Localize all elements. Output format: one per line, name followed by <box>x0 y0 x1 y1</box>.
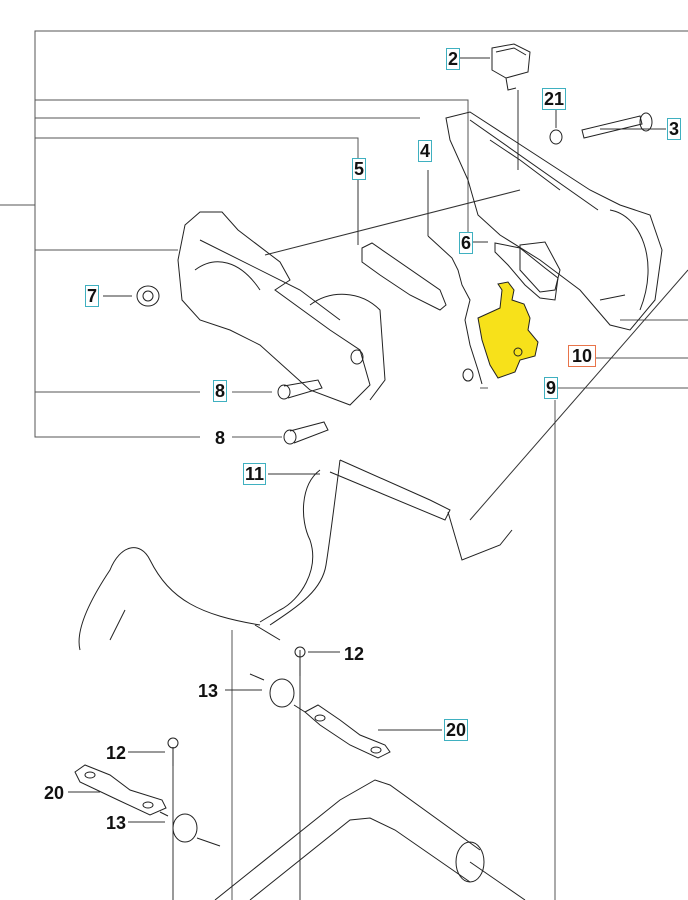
left-handle-body[interactable] <box>177 211 386 406</box>
part-13-spring[interactable] <box>249 673 306 713</box>
part-12-screw[interactable] <box>294 646 306 676</box>
leader-lines <box>68 57 688 900</box>
callout-8[interactable]: 8 <box>213 427 228 449</box>
part-6-connector[interactable] <box>494 242 559 301</box>
callout-4[interactable]: 4 <box>418 140 433 162</box>
callout-6[interactable]: 6 <box>459 232 474 254</box>
bracket-lines <box>0 30 688 900</box>
part-5-trigger-lock[interactable] <box>361 242 447 311</box>
callout-2[interactable]: 2 <box>446 48 461 70</box>
callout-5[interactable]: 5 <box>352 158 367 180</box>
part-20-bracket[interactable] <box>304 704 391 759</box>
callout-3[interactable]: 3 <box>667 118 682 140</box>
callout-7[interactable]: 7 <box>85 285 100 307</box>
part-13-spring[interactable] <box>159 811 221 847</box>
callout-10[interactable]: 10 <box>568 345 597 367</box>
callout-20[interactable]: 20 <box>42 782 67 804</box>
callout-13[interactable]: 13 <box>104 812 129 834</box>
lower-handle-bar[interactable] <box>214 779 526 900</box>
callout-11[interactable]: 11 <box>243 463 267 485</box>
rear-handle-housing[interactable] <box>445 111 663 331</box>
callout-13[interactable]: 13 <box>196 680 221 702</box>
part-12-screw[interactable] <box>167 737 179 766</box>
callout-12[interactable]: 12 <box>104 742 129 764</box>
callout-12[interactable]: 12 <box>342 643 367 665</box>
part-8-screw[interactable] <box>283 421 329 445</box>
part-4-wire[interactable] <box>427 235 483 385</box>
callout-8[interactable]: 8 <box>213 380 228 402</box>
callout-21[interactable]: 21 <box>542 88 567 110</box>
part-7-nut[interactable] <box>136 285 160 307</box>
callout-20[interactable]: 20 <box>444 719 469 741</box>
part-9-washer[interactable] <box>462 368 474 382</box>
part-3-bolt[interactable] <box>581 112 653 139</box>
part-8-screw[interactable] <box>277 379 323 400</box>
part-2-switch[interactable] <box>491 43 531 91</box>
part-20-bracket[interactable] <box>74 764 167 816</box>
callout-9[interactable]: 9 <box>544 377 559 399</box>
part-21-nut[interactable] <box>549 129 563 145</box>
part-10-throttle-trigger[interactable] <box>477 281 539 379</box>
part-11-cable[interactable] <box>78 459 513 651</box>
